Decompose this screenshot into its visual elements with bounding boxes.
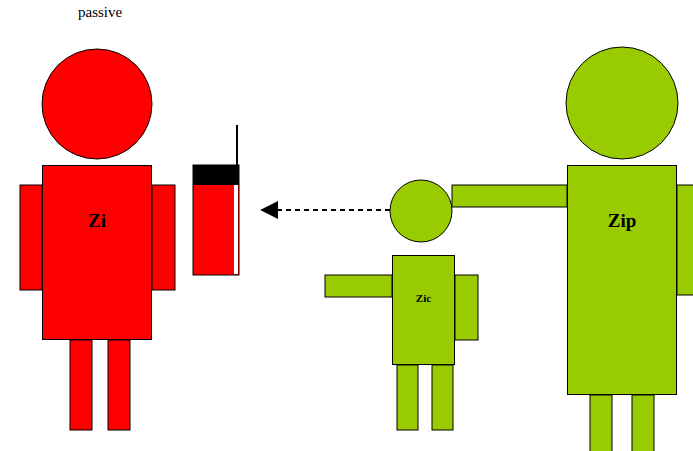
person-body: Zip [567,165,677,395]
mobile-phone [193,125,239,275]
state-label: passive [78,4,122,21]
child-person [325,180,478,430]
red-person [20,49,175,430]
parent-person [452,47,693,451]
person-body: Zi [42,165,152,340]
person-label: Zic [416,292,431,304]
person-body: Zic [392,255,455,365]
person-label: Zip [608,210,637,232]
signal-arrow [262,209,390,211]
person-label: Zi [88,210,106,232]
